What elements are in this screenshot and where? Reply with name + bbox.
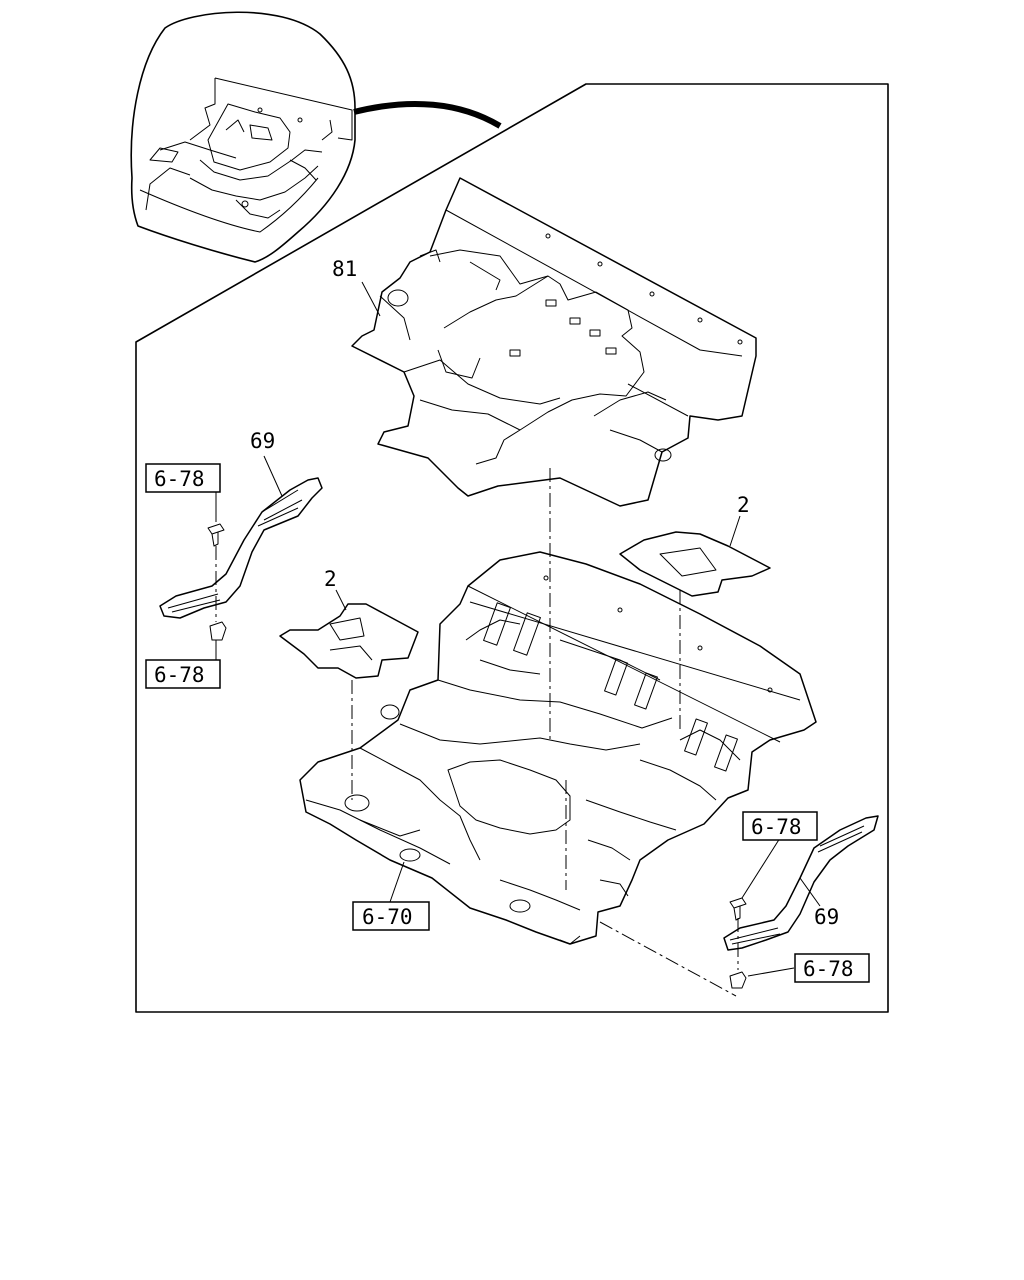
callout-69-right: 69 — [814, 905, 839, 929]
fastener-right-lower — [729, 971, 747, 989]
part-69-left-step — [159, 477, 323, 619]
reference-box-right-upper: 6-78 — [742, 811, 818, 841]
main-floor-panel — [299, 551, 817, 945]
part-2-right-plate — [619, 531, 771, 597]
reference-label: 6-78 — [154, 663, 205, 687]
reference-box-top-left: 6-78 — [145, 463, 221, 493]
part-81-floor-cover — [351, 177, 757, 507]
overview-leader — [353, 100, 502, 129]
reference-label: 6-78 — [154, 467, 205, 491]
reference-label: 6-78 — [751, 815, 802, 839]
fastener-left-upper — [207, 523, 225, 547]
reference-box-bottom: 6-70 — [352, 901, 430, 931]
fastener-right-upper — [729, 897, 747, 921]
fastener-left-lower — [209, 621, 227, 641]
assembly-lines — [215, 468, 739, 997]
callout-2-right: 2 — [737, 493, 750, 517]
reference-label: 6-78 — [803, 957, 854, 981]
reference-box-right-lower: 6-78 — [794, 953, 870, 983]
reference-box-mid-left: 6-78 — [145, 659, 221, 689]
callout-69-left: 69 — [250, 429, 275, 453]
part-2-left-plate — [279, 603, 419, 679]
leader-lines — [215, 281, 821, 977]
vehicle-overview — [130, 11, 356, 263]
callout-2-left: 2 — [324, 567, 337, 591]
reference-label: 6-70 — [362, 905, 413, 929]
detail-frame — [135, 83, 889, 1013]
callout-81: 81 — [332, 257, 357, 281]
